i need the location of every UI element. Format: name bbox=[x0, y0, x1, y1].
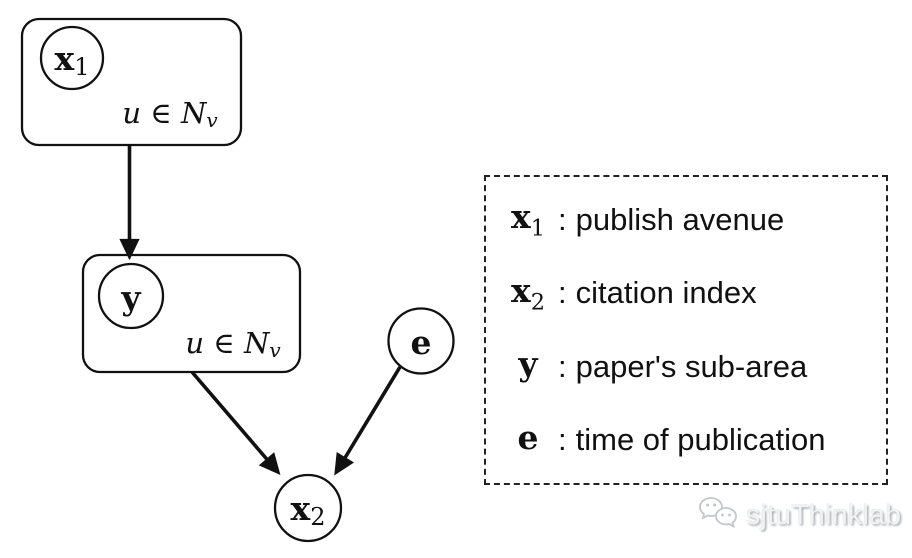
legend-separator: : bbox=[558, 348, 567, 384]
legend-symbol-y: y bbox=[518, 344, 538, 384]
node-x2-circle bbox=[273, 473, 343, 543]
legend-symbol-x2: x2 bbox=[511, 270, 545, 316]
legend-symbol-e: e bbox=[517, 417, 539, 457]
legend-desc-x1: publish avenue bbox=[575, 201, 785, 237]
legend-separator: : bbox=[558, 201, 567, 237]
plate-y-label: u ∈ Nv bbox=[185, 326, 281, 362]
edge-plate-y-to-x2 bbox=[190, 370, 281, 476]
node-x1-circle bbox=[39, 25, 105, 91]
node-e: e bbox=[387, 307, 455, 375]
node-e-label: e bbox=[411, 323, 432, 362]
node-x1: x1 bbox=[39, 25, 105, 91]
legend-desc-x2: citation index bbox=[575, 275, 757, 311]
plate-x1-rect bbox=[20, 17, 243, 147]
watermark: sjtuThinklab bbox=[697, 494, 901, 536]
plate-y-rect bbox=[81, 253, 302, 374]
plate-x1: u ∈ Nv bbox=[20, 17, 243, 147]
wechat-chat-icon bbox=[699, 497, 737, 529]
legend-box: x1 : publish avenue x2 : citation index … bbox=[484, 175, 888, 485]
legend-row-x2: x2 : citation index bbox=[500, 271, 880, 316]
node-y-label: y bbox=[120, 278, 141, 317]
node-y: y bbox=[97, 262, 165, 330]
legend-desc-e: time of publication bbox=[575, 422, 826, 458]
legend-row-x1: x1 : publish avenue bbox=[500, 197, 880, 242]
node-y-circle bbox=[97, 262, 165, 330]
legend-separator: : bbox=[558, 422, 567, 458]
node-x2-label: x2 bbox=[291, 489, 326, 532]
legend-desc-y: paper's sub-area bbox=[575, 348, 808, 384]
plate-y: u ∈ Nv bbox=[81, 253, 302, 374]
node-x1-label: x1 bbox=[55, 39, 90, 82]
legend-separator: : bbox=[558, 275, 567, 311]
edge-e-to-x2 bbox=[334, 366, 402, 476]
legend-row-y: y : paper's sub-area bbox=[500, 344, 880, 389]
watermark-text: sjtuThinklab bbox=[746, 499, 902, 530]
node-e-circle bbox=[387, 307, 455, 375]
plate-x1-label: u ∈ Nv bbox=[122, 96, 218, 132]
legend-symbol-x1: x1 bbox=[511, 197, 545, 243]
node-x2: x2 bbox=[273, 473, 343, 543]
legend-row-e: e : time of publication bbox=[500, 418, 880, 463]
